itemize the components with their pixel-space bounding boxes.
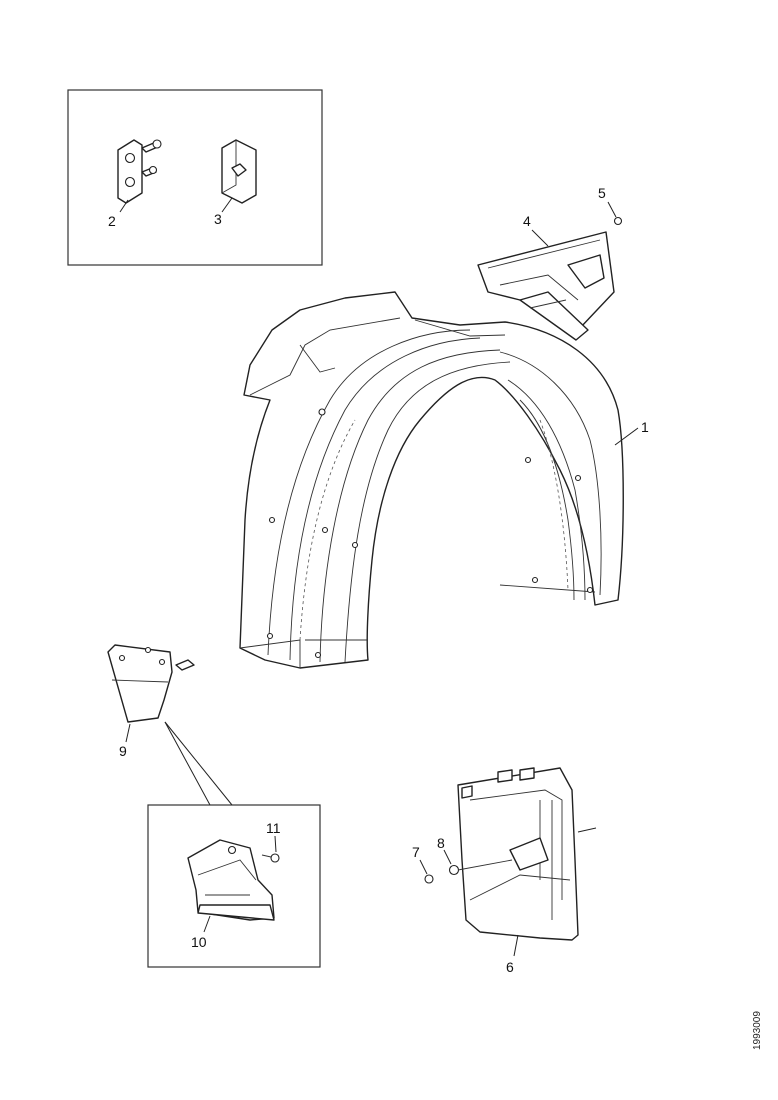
leader-8 xyxy=(443,849,452,865)
leader-7 xyxy=(419,859,428,875)
leader-1 xyxy=(614,427,639,446)
reference-code: 1993009 xyxy=(752,1011,763,1050)
callout-6: 6 xyxy=(506,959,514,975)
bracket-3 xyxy=(221,139,257,204)
leader-4 xyxy=(531,229,549,247)
inset-frame-brackets xyxy=(67,89,323,266)
leader-6-right xyxy=(577,827,597,833)
wheelarch-bracket-4 xyxy=(477,231,615,341)
callout-5: 5 xyxy=(598,185,606,201)
leader-6 xyxy=(513,934,519,957)
bracket-2 xyxy=(117,139,162,204)
wheel-arch-1 xyxy=(239,291,624,669)
callout-7: 7 xyxy=(412,844,420,860)
callout-2: 2 xyxy=(108,213,116,229)
leader-9-to-inset-a xyxy=(164,721,211,806)
screw-11 xyxy=(261,853,280,863)
washer-8 xyxy=(448,859,513,876)
screw-5 xyxy=(613,216,623,226)
callout-11: 11 xyxy=(266,820,281,836)
inset-frame-bracket-10 xyxy=(147,804,321,968)
callout-3: 3 xyxy=(214,211,222,227)
leader-11 xyxy=(274,835,277,853)
leader-5 xyxy=(607,201,617,218)
plate-9 xyxy=(107,644,195,723)
callout-8: 8 xyxy=(437,835,445,851)
leader-10 xyxy=(203,915,211,933)
leader-2 xyxy=(119,199,129,213)
leader-9-to-inset-b xyxy=(164,721,233,806)
callout-9: 9 xyxy=(119,743,127,759)
leader-3 xyxy=(221,197,233,213)
nut-7 xyxy=(424,874,434,884)
callout-10: 10 xyxy=(191,934,207,950)
leader-9 xyxy=(125,723,131,743)
callout-1: 1 xyxy=(641,419,649,435)
mudflap-bracket-6 xyxy=(457,767,579,941)
callout-4: 4 xyxy=(523,213,531,229)
bracket-10 xyxy=(187,839,275,921)
